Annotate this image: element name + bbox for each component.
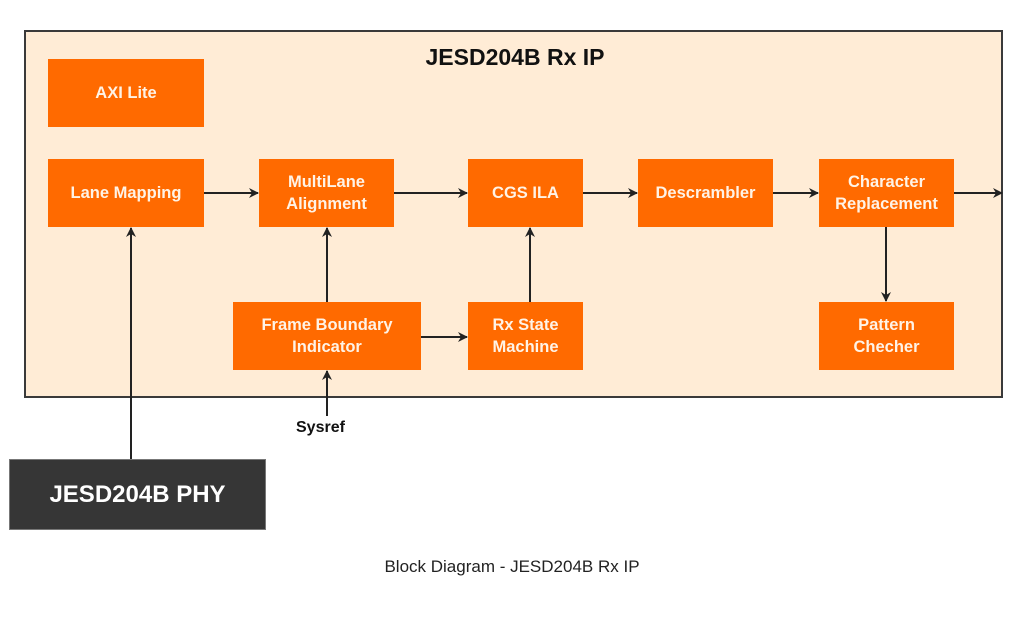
block-cgs-ila: CGS ILA xyxy=(468,159,583,227)
block-multilane-alignment: MultiLane Alignment xyxy=(259,159,394,227)
figure-caption: Block Diagram - JESD204B Rx IP xyxy=(384,557,640,576)
block-pattern-checher: Pattern Checher xyxy=(819,302,954,370)
block-jesd204b-phy: JESD204B PHY xyxy=(9,459,266,530)
sysref-label: Sysref xyxy=(296,419,345,436)
block-lane-mapping: Lane Mapping xyxy=(48,159,204,227)
block-axi-lite: AXI Lite xyxy=(48,59,204,127)
block-descrambler: Descrambler xyxy=(638,159,773,227)
block-frame-boundary-indicator: Frame Boundary Indicator xyxy=(233,302,421,370)
block-rx-state-machine: Rx State Machine xyxy=(468,302,583,370)
block-character-replacement: Character Replacement xyxy=(819,159,954,227)
diagram-title: JESD204B Rx IP xyxy=(425,44,605,70)
